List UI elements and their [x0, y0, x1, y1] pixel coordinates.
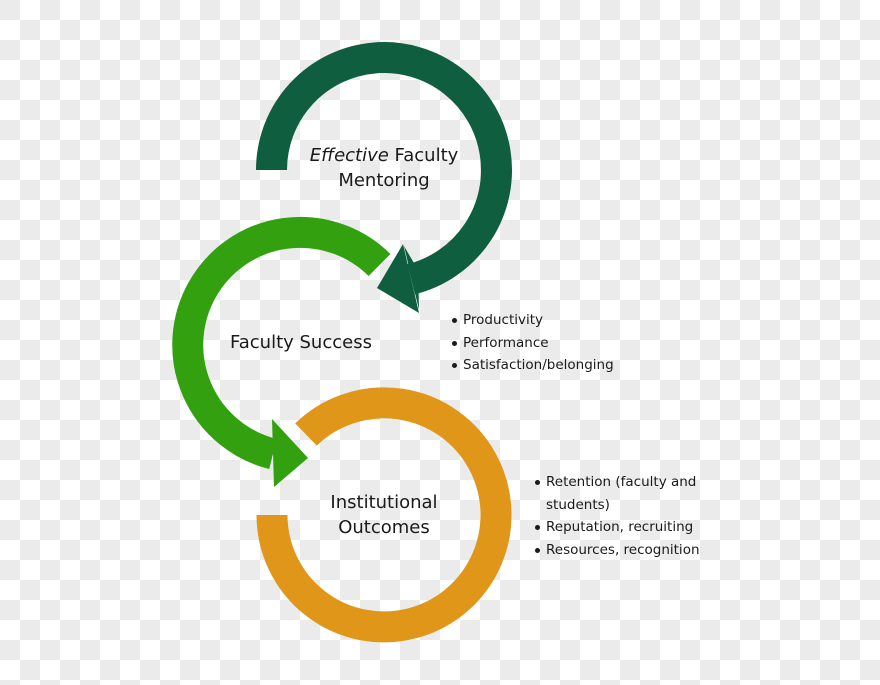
- bullet-item: Retention (faculty and students): [535, 471, 700, 516]
- outcomes-label: Institutional Outcomes: [298, 490, 470, 540]
- outcomes-bullet-list: Retention (faculty and students) Reputat…: [535, 471, 700, 561]
- mentoring-label: Effective Faculty Mentoring: [298, 143, 470, 193]
- mentoring-label-line2: Mentoring: [338, 170, 430, 191]
- bullet-item-line1: Retention (faculty and: [546, 474, 697, 490]
- outcomes-label-line1: Institutional: [330, 492, 438, 513]
- bullet-item: Performance: [452, 332, 614, 355]
- bullet-item: Productivity: [452, 309, 614, 332]
- outcomes-label-line2: Outcomes: [338, 517, 430, 538]
- success-label: Faculty Success: [230, 332, 372, 353]
- bullet-item-line2: students): [546, 496, 610, 513]
- bullet-item: Reputation, recruiting: [535, 516, 700, 539]
- success-bullet-list: Productivity Performance Satisfaction/be…: [452, 309, 614, 377]
- mentoring-label-rest: Faculty: [388, 145, 459, 166]
- bullet-item: Satisfaction/belonging: [452, 354, 614, 377]
- mentoring-arrow: [256, 42, 512, 313]
- success-arrow: [172, 216, 391, 487]
- bullet-item: Resources, recognition: [535, 539, 700, 562]
- mentoring-label-emphasis: Effective: [309, 145, 389, 166]
- outcomes-ring: [256, 387, 512, 643]
